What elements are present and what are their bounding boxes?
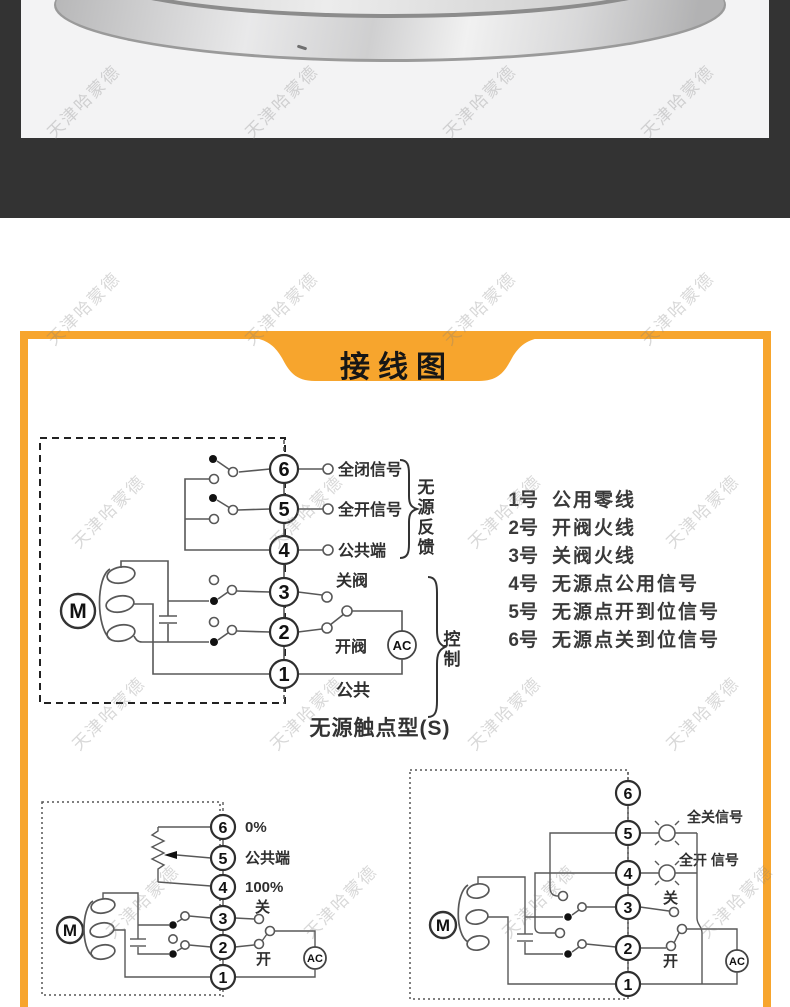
terminal-2: 2 bbox=[624, 941, 633, 958]
label-full-close-signal: 全关信号 bbox=[686, 809, 743, 825]
terminal-6: 6 bbox=[278, 459, 289, 481]
motor-assembly: M bbox=[55, 892, 211, 978]
label-close: 关 bbox=[255, 898, 270, 916]
legend-num: 3号 bbox=[508, 545, 538, 567]
terminal-2: 2 bbox=[219, 940, 228, 957]
legend-desc: 无源点关到位信号 bbox=[552, 629, 721, 651]
legend-desc: 关阀火线 bbox=[552, 545, 637, 567]
terminal-column: 6 5 4 3 2 1 bbox=[209, 813, 237, 991]
label-100pct: 100% bbox=[245, 879, 283, 896]
power-wiring: 关 AC 开 bbox=[639, 833, 749, 985]
feedback-brace bbox=[399, 459, 421, 559]
legend-row: 6号 无源点关到位信号 bbox=[500, 624, 720, 652]
label-passive-feedback: 无源反馈 bbox=[415, 478, 436, 558]
product-photo bbox=[21, 0, 769, 138]
label-control: 控制 bbox=[441, 629, 461, 670]
terminal-3: 3 bbox=[219, 911, 228, 928]
legend-desc: 公用零线 bbox=[552, 489, 637, 511]
control-switches bbox=[168, 911, 212, 958]
wiring-diagram-lamp: 全关信号 全开 信号 关 AC 开 M bbox=[409, 769, 749, 1000]
lamp-rays bbox=[654, 860, 680, 886]
motor-label: M bbox=[69, 600, 87, 623]
legend-num: 2号 bbox=[508, 517, 538, 539]
terminal-column: 6 5 4 3 2 1 bbox=[268, 453, 300, 690]
label-open: 开 bbox=[256, 951, 271, 968]
terminal-4: 4 bbox=[219, 880, 228, 897]
terminal-6: 6 bbox=[219, 820, 228, 837]
terminal-6: 6 bbox=[624, 786, 633, 803]
terminal-1: 1 bbox=[278, 664, 289, 686]
terminal-5: 5 bbox=[219, 851, 228, 868]
legend-num: 4号 bbox=[508, 573, 538, 595]
motor-assembly: M bbox=[428, 876, 616, 985]
feedback-wiring bbox=[534, 832, 616, 939]
actuator-boundary bbox=[41, 801, 221, 996]
wiring-card bbox=[20, 331, 771, 1007]
photo-frame bbox=[0, 0, 790, 218]
control-outputs: 关阀 AC 开阀 公共 bbox=[297, 571, 417, 700]
terminal-column: 6 5 4 3 2 1 bbox=[614, 779, 642, 998]
signal-lamps: 全关信号 全开 信号 bbox=[640, 809, 743, 886]
legend-desc: 无源点公用信号 bbox=[552, 573, 700, 595]
label-close: 关 bbox=[663, 889, 678, 907]
lamp-rays bbox=[654, 820, 680, 846]
ac-label: AC bbox=[307, 953, 323, 965]
motor-label: M bbox=[63, 921, 77, 940]
label-full-open-signal: 全开信号 bbox=[337, 500, 402, 519]
label-common-end: 公共端 bbox=[338, 541, 386, 560]
motor-circle bbox=[59, 592, 97, 630]
ac-label: AC bbox=[393, 638, 412, 653]
control-switches bbox=[208, 574, 271, 646]
legend-row: 4号 无源点公用信号 bbox=[500, 568, 720, 596]
terminal-3: 3 bbox=[278, 582, 289, 604]
legend-row: 3号 关阀火线 bbox=[500, 540, 720, 568]
control-switches bbox=[564, 902, 617, 958]
wiring-diagram-potentiometer: M 关 AC 开 0% 公共端 bbox=[41, 801, 327, 997]
ac-label: AC bbox=[729, 956, 745, 968]
legend-desc: 开阀火线 bbox=[552, 517, 637, 539]
legend-row: 5号 无源点开到位信号 bbox=[500, 596, 720, 624]
control-outputs: 关 AC 开 bbox=[234, 898, 327, 978]
label-common-end: 公共端 bbox=[245, 849, 290, 867]
potentiometer bbox=[150, 826, 212, 887]
terminal-4: 4 bbox=[278, 540, 290, 562]
wiper-arrow bbox=[164, 851, 177, 859]
banner-tab bbox=[249, 337, 545, 381]
feedback-switches bbox=[184, 455, 271, 551]
label-0pct: 0% bbox=[245, 819, 267, 836]
legend-num: 1号 bbox=[508, 489, 538, 511]
terminal-legend: 1号 公用零线 2号 开阀火线 3号 关阀火线 4号 无源点公用信号 5号 无源… bbox=[500, 484, 720, 652]
label-common: 公共 bbox=[336, 681, 370, 700]
actuator-boundary bbox=[39, 437, 286, 704]
terminal-2: 2 bbox=[278, 622, 289, 644]
legend-desc: 无源点开到位信号 bbox=[552, 601, 721, 623]
legend-row: 1号 公用零线 bbox=[500, 484, 720, 512]
terminal-3: 3 bbox=[624, 900, 633, 917]
legend-num: 5号 bbox=[508, 601, 538, 623]
terminal-5: 5 bbox=[278, 499, 289, 521]
diagram-caption: 无源触点型(S) bbox=[309, 717, 451, 740]
control-brace bbox=[427, 576, 448, 718]
terminal-1: 1 bbox=[624, 977, 633, 994]
label-full-close-signal: 全闭信号 bbox=[337, 460, 402, 479]
label-open: 开 bbox=[663, 953, 678, 970]
wiring-diagram-passive-contact: M 全闭信号 全开信号 公共端 bbox=[39, 437, 461, 718]
feedback-outputs: 全闭信号 全开信号 公共端 bbox=[298, 460, 402, 560]
banner-title: 接线图 bbox=[340, 351, 454, 384]
label-close-valve: 关阀 bbox=[336, 571, 368, 590]
actuator-boundary bbox=[409, 769, 629, 1000]
legend-row: 2号 开阀火线 bbox=[500, 512, 720, 540]
motor-assembly: M bbox=[59, 560, 270, 675]
terminal-1: 1 bbox=[219, 970, 228, 987]
terminal-4: 4 bbox=[624, 866, 633, 883]
terminal-5: 5 bbox=[624, 826, 633, 843]
label-open-valve: 开阀 bbox=[335, 637, 367, 656]
motor-label: M bbox=[436, 916, 450, 935]
label-full-open-signal: 全开 信号 bbox=[678, 852, 739, 868]
legend-num: 6号 bbox=[508, 629, 538, 651]
